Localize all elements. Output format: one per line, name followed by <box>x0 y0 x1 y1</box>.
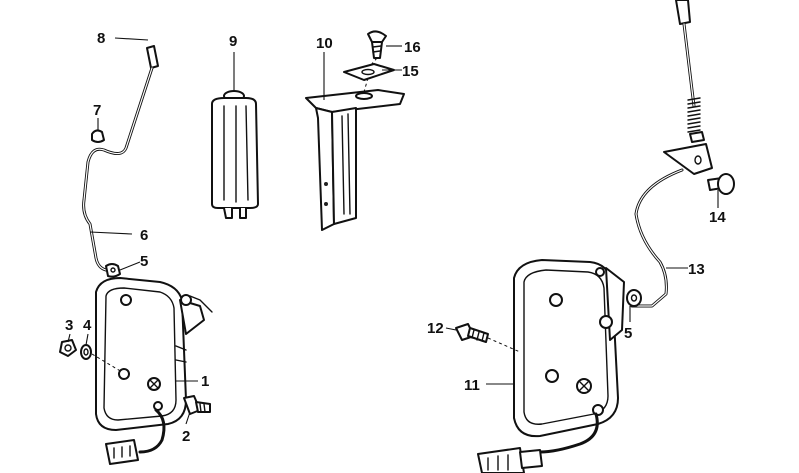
callout-9: 9 <box>229 33 237 50</box>
callout-6: 6 <box>140 227 148 244</box>
screw-part-16 <box>367 30 387 59</box>
callout-5-right: 5 <box>624 325 632 342</box>
leader-lines <box>67 37 719 425</box>
washer-part-4 <box>80 344 92 360</box>
callout-7: 7 <box>93 102 101 119</box>
grommet-part-7 <box>91 129 105 143</box>
callout-13: 13 <box>688 261 705 278</box>
callout-16: 16 <box>404 39 421 56</box>
nut-part-3 <box>59 339 77 357</box>
callout-1: 1 <box>201 373 209 390</box>
screw-part-12 <box>455 323 489 343</box>
callout-5-left: 5 <box>140 253 148 270</box>
rod-part-13 <box>630 0 713 308</box>
actuator-part-11 <box>477 259 625 473</box>
bracket-part-10 <box>305 89 405 231</box>
nut-part-5-left <box>105 263 121 278</box>
actuator-part-1 <box>95 277 213 465</box>
callout-10: 10 <box>316 35 333 52</box>
callout-11: 11 <box>464 377 480 394</box>
callout-12: 12 <box>427 320 444 337</box>
plate-part-15 <box>343 63 395 81</box>
rod-grip-part-8 <box>82 45 159 272</box>
sleeve-part-9 <box>211 90 259 219</box>
callout-15: 15 <box>402 63 419 80</box>
nut-part-5-right <box>626 289 642 307</box>
pin-part-14 <box>707 173 735 195</box>
callout-3: 3 <box>65 317 73 334</box>
callout-2: 2 <box>182 428 190 445</box>
callout-4-visible: 4 <box>83 317 92 334</box>
callout-14: 14 <box>709 209 726 226</box>
callout-8: 8 <box>97 30 105 47</box>
screw-part-2 <box>183 395 211 415</box>
